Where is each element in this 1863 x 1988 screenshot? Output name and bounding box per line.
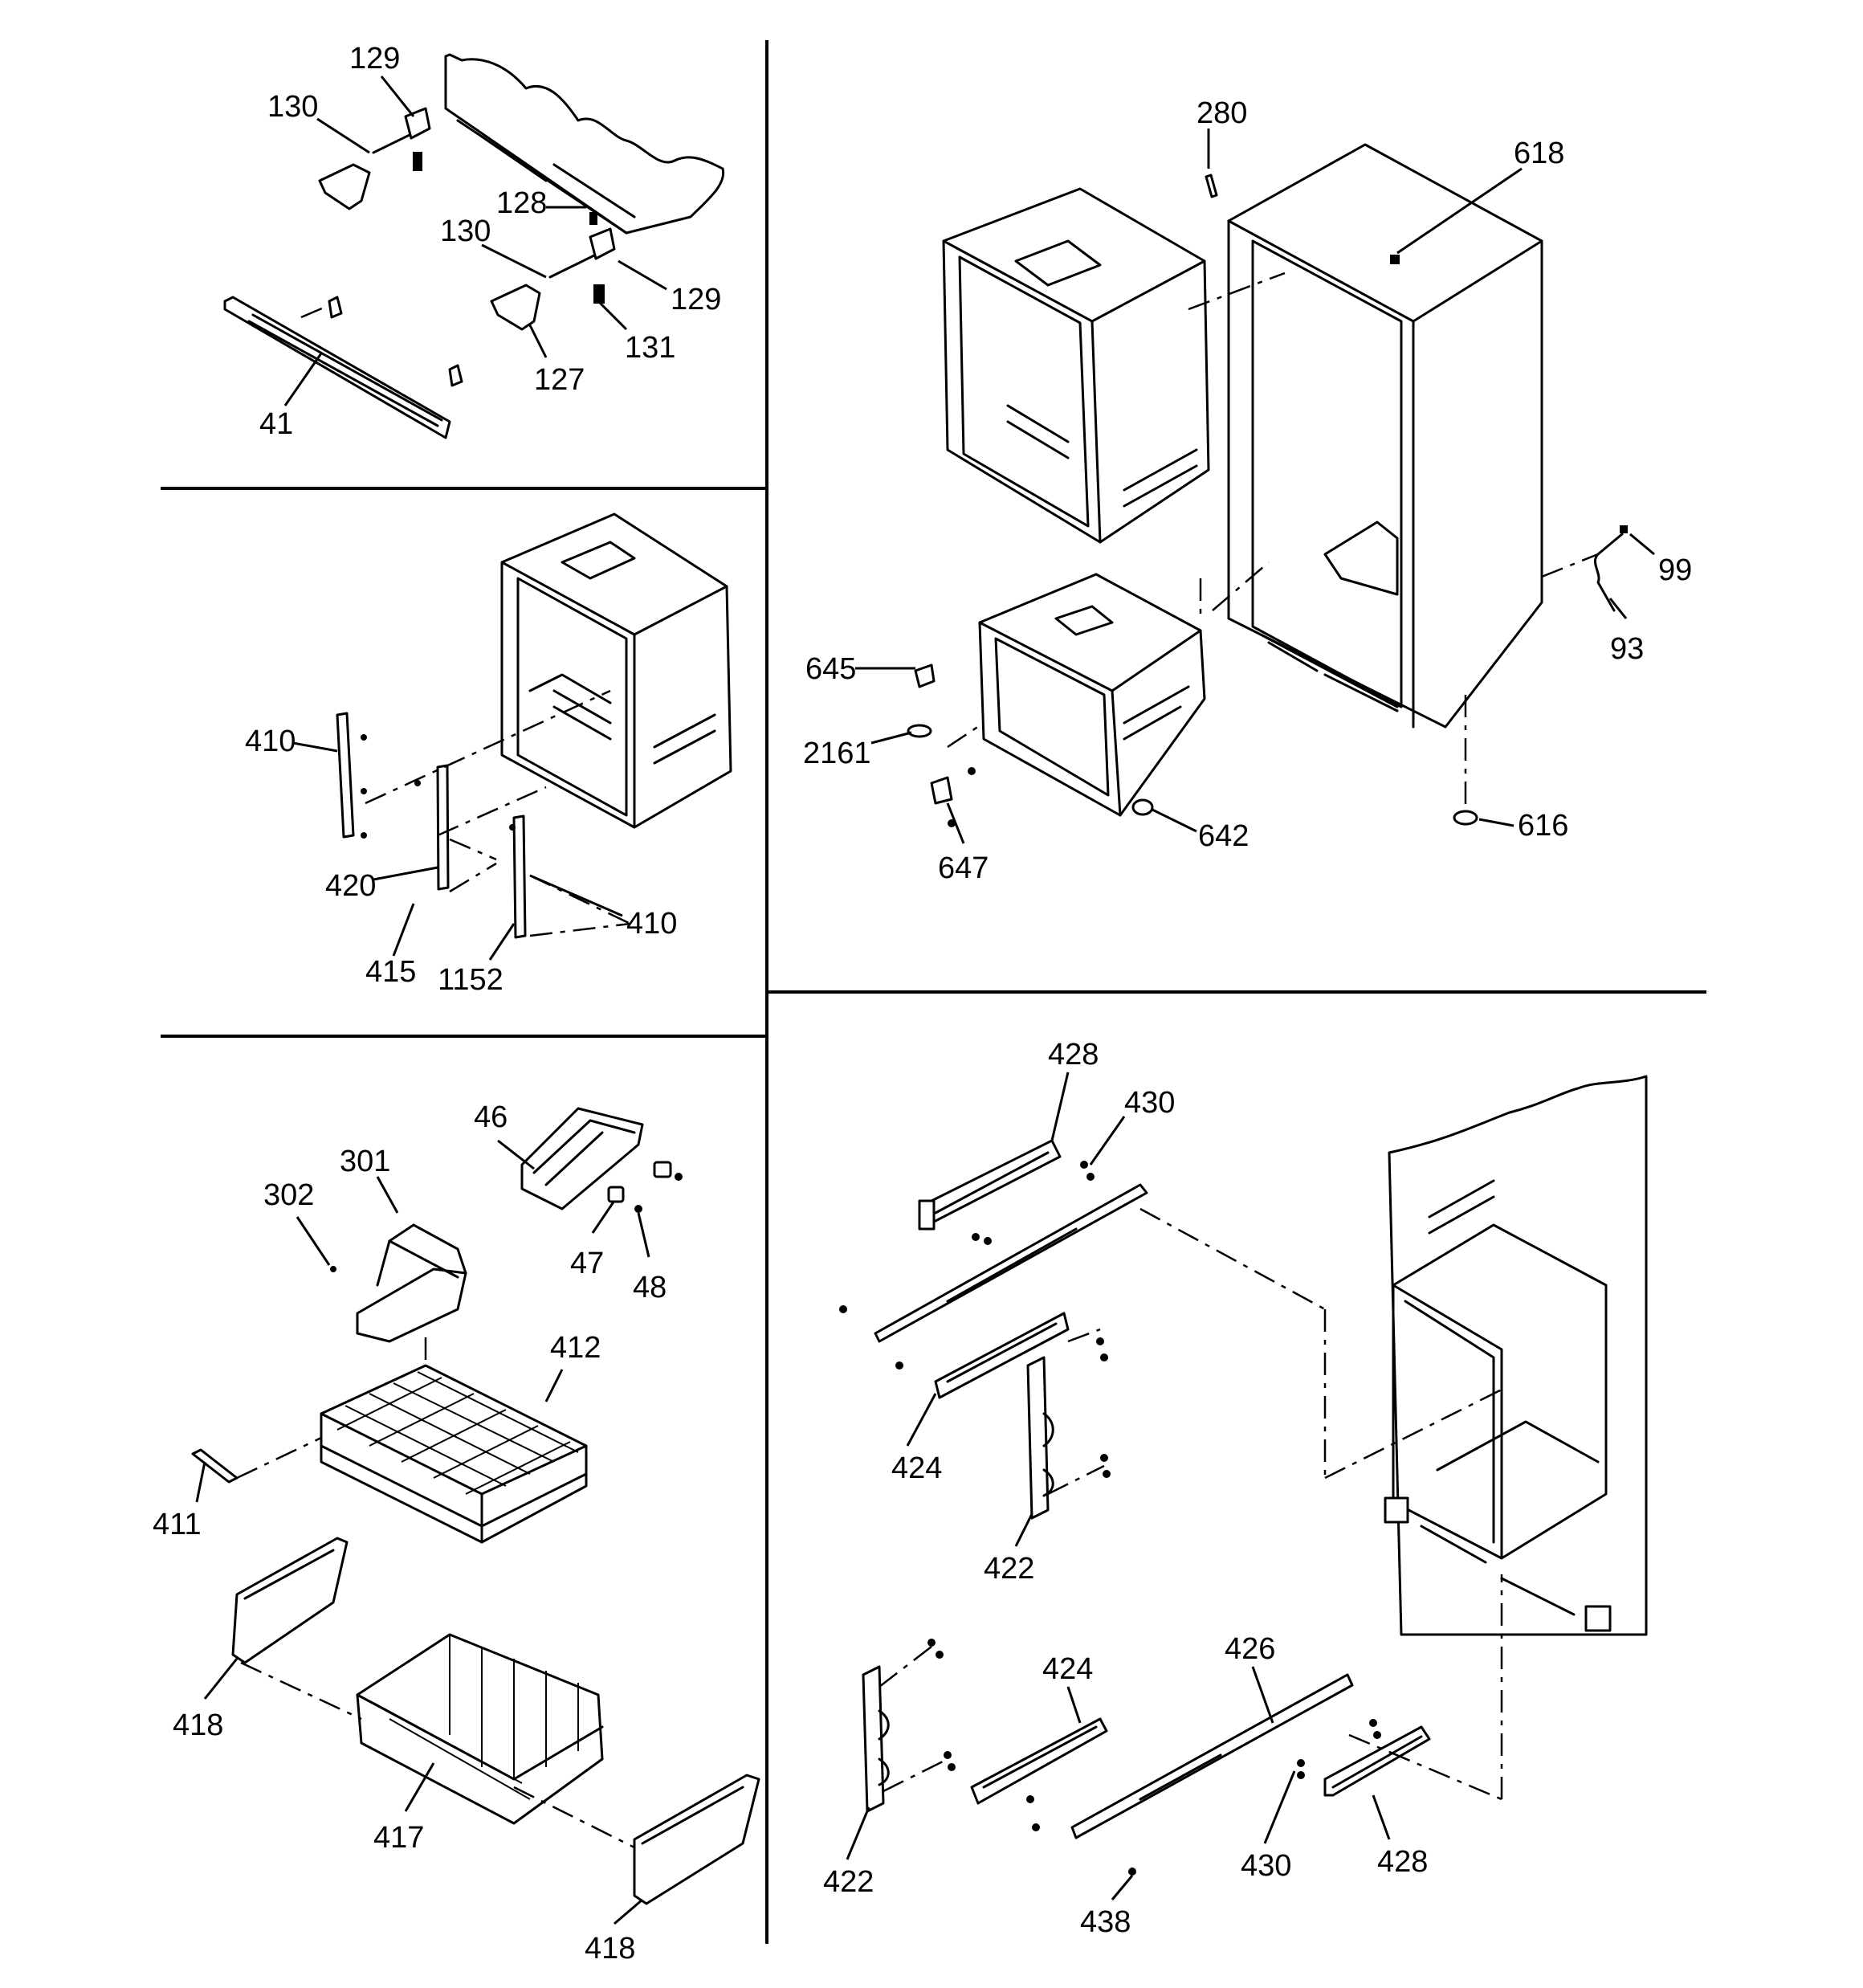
label-41: 41 xyxy=(259,407,293,441)
basket-417-drawing xyxy=(356,1633,604,1825)
slide-428-bottom-drawing xyxy=(1323,1725,1431,1797)
rail-426-drawing xyxy=(1070,1673,1354,1839)
label-422: 422 xyxy=(823,1865,874,1899)
label-420: 420 xyxy=(325,869,376,903)
center-lines-bottom-right xyxy=(879,1207,1503,1801)
label-411: 411 xyxy=(153,1508,202,1541)
label-642: 642 xyxy=(1198,819,1249,853)
leaders-bottom-right xyxy=(846,1072,1391,1900)
label-2161: 2161 xyxy=(803,737,871,770)
labels-bottom-left: 46 301 302 47 48 412 411 418 417 418 xyxy=(153,1100,667,1966)
label-647: 647 xyxy=(938,851,989,885)
label-410: 410 xyxy=(626,907,677,941)
label-426: 426 xyxy=(1225,1632,1275,1666)
rails-drawing xyxy=(336,689,631,939)
label-46: 46 xyxy=(474,1100,508,1134)
labels-middle-left: 410 420 415 1152 410 xyxy=(245,725,677,997)
bracket-upper xyxy=(318,163,371,210)
label-48: 48 xyxy=(633,1271,667,1304)
slide-428-top-drawing xyxy=(918,1139,1062,1231)
center-lines-bottom-left xyxy=(236,1337,635,1849)
label-428: 428 xyxy=(1377,1845,1428,1879)
labels-top-right: 280 618 99 93 645 2161 647 642 616 xyxy=(803,96,1692,885)
label-47: 47 xyxy=(570,1247,604,1280)
label-280: 280 xyxy=(1196,96,1247,130)
section-dividers xyxy=(161,40,1706,1944)
label-616: 616 xyxy=(1518,809,1568,843)
freezer-drawer-drawing xyxy=(978,573,1206,817)
label-99: 99 xyxy=(1658,553,1692,587)
label-430: 430 xyxy=(1124,1086,1175,1120)
label-129: 129 xyxy=(349,42,400,76)
label-93: 93 xyxy=(1610,632,1644,666)
label-422: 422 xyxy=(984,1552,1034,1586)
label-130: 130 xyxy=(440,214,491,248)
label-430: 430 xyxy=(1241,1849,1291,1883)
cabinet-corner-drawing xyxy=(444,53,725,235)
label-645: 645 xyxy=(805,652,856,686)
section-top-right: 280 618 99 93 645 2161 647 642 616 xyxy=(803,96,1692,885)
part-411-drawing xyxy=(191,1448,238,1484)
label-438: 438 xyxy=(1080,1905,1131,1939)
label-410: 410 xyxy=(245,725,296,758)
label-418: 418 xyxy=(585,1932,635,1966)
label-415: 415 xyxy=(365,955,416,989)
bin-418-right-drawing xyxy=(633,1774,760,1905)
bin-418-left-drawing xyxy=(231,1537,349,1664)
label-412: 412 xyxy=(550,1331,601,1365)
labels-bottom-right: 428 430 424 422 424 426 422 430 428 438 xyxy=(823,1038,1428,1939)
label-1152: 1152 xyxy=(438,963,503,997)
section-middle-left: 410 420 415 1152 410 xyxy=(245,512,732,997)
leaders-top-right xyxy=(855,129,1655,844)
small-parts-top-right xyxy=(907,173,1628,827)
label-129: 129 xyxy=(671,283,721,316)
hinge-lower-drawing xyxy=(548,212,616,304)
leaders-top-left xyxy=(283,76,667,406)
section-bottom-right: 428 430 424 422 424 426 422 430 428 438 xyxy=(823,1038,1648,1939)
toe-grille-drawing xyxy=(223,296,463,439)
freezer-liner-drawing xyxy=(500,512,732,829)
screws-bottom-right xyxy=(839,1161,1381,1876)
cabinet-drawing xyxy=(1227,143,1543,729)
label-127: 127 xyxy=(534,363,585,397)
basket-412-drawing xyxy=(320,1364,588,1544)
leaders-bottom-left xyxy=(195,1139,650,1925)
label-128: 128 xyxy=(496,186,547,220)
label-618: 618 xyxy=(1514,137,1564,170)
slide-424-top-drawing xyxy=(934,1312,1070,1399)
fasteners-46 xyxy=(607,1161,683,1213)
slide-424-bottom-drawing xyxy=(970,1717,1108,1805)
label-417: 417 xyxy=(373,1821,424,1855)
bracket-422-bottom-drawing xyxy=(862,1665,890,1813)
label-130: 130 xyxy=(267,90,318,124)
leaders-middle-left xyxy=(292,741,623,961)
bracket-422-top-drawing xyxy=(1026,1356,1054,1520)
cabinet-lower-drawing xyxy=(1384,1075,1648,1636)
bracket-46-drawing xyxy=(520,1107,644,1210)
label-424: 424 xyxy=(891,1451,942,1485)
hinge-upper-drawing xyxy=(372,107,431,171)
label-301: 301 xyxy=(340,1145,390,1178)
fresh-food-liner-drawing xyxy=(942,187,1210,544)
rail-upper-drawing xyxy=(874,1183,1148,1343)
label-424: 424 xyxy=(1042,1652,1093,1686)
section-top-left: 129 130 128 130 129 131 127 41 xyxy=(223,42,725,441)
label-131: 131 xyxy=(625,331,675,365)
label-428: 428 xyxy=(1048,1038,1099,1072)
section-bottom-left: 46 301 302 47 48 412 411 418 417 418 xyxy=(153,1100,760,1966)
label-418: 418 xyxy=(173,1708,223,1742)
bracket-lower xyxy=(490,284,541,331)
divider-301-drawing xyxy=(330,1223,467,1343)
center-lines-top-right xyxy=(947,271,1599,807)
label-302: 302 xyxy=(263,1178,314,1212)
labels-top-left: 129 130 128 130 129 131 127 41 xyxy=(259,42,721,441)
